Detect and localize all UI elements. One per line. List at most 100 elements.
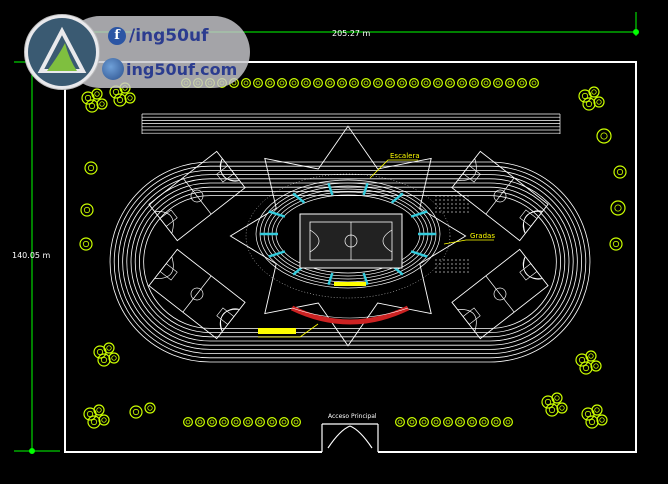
plaza-dot: [447, 267, 449, 269]
plaza-dot: [435, 203, 437, 205]
shrub-core: [243, 80, 249, 86]
plaza-dot: [439, 211, 441, 213]
shrub: [443, 417, 454, 428]
shrub-core: [363, 80, 369, 86]
court-key-right: [216, 307, 235, 325]
court-arc-right: [220, 158, 240, 181]
plaza-dot: [459, 271, 461, 273]
shrub-core: [82, 240, 90, 248]
shrub-core: [493, 419, 499, 425]
shrub-core: [600, 132, 608, 140]
shrub-core: [88, 102, 96, 110]
shrub-core: [421, 419, 427, 425]
shrub: [183, 417, 194, 428]
plaza-dot: [451, 259, 453, 261]
shrub: [98, 414, 110, 426]
shrub-core: [495, 80, 501, 86]
shrub-core: [588, 418, 596, 426]
shrub: [385, 77, 396, 88]
plaza-dot: [435, 199, 437, 201]
plaza-dot: [439, 203, 441, 205]
plaza-dot: [447, 259, 449, 261]
arena-arc-left: [309, 229, 320, 253]
red-arc-edge: [291, 307, 409, 319]
shrub-core: [269, 419, 275, 425]
shrub: [93, 404, 105, 416]
shrub: [231, 417, 242, 428]
court-midline: [485, 177, 515, 215]
shrub-core: [483, 80, 489, 86]
plaza-dot: [455, 271, 457, 273]
legend-leader: [299, 323, 319, 338]
track-lane: [118, 170, 582, 354]
shrub-core: [387, 80, 393, 86]
plaza-dot: [459, 195, 461, 197]
arena-center-circle: [344, 234, 358, 248]
plaza-dot: [455, 207, 457, 209]
plaza-dot: [443, 199, 445, 201]
shrub: [431, 417, 442, 428]
shrub: [493, 77, 504, 88]
plaza-dot: [447, 203, 449, 205]
shrub: [255, 417, 266, 428]
shrub: [253, 77, 264, 88]
shrub: [243, 417, 254, 428]
plaza-dot: [439, 199, 441, 201]
shrub: [91, 88, 103, 100]
track-lane: [109, 161, 591, 363]
shrub-core: [519, 80, 525, 86]
shrub: [349, 77, 360, 88]
shrub-core: [147, 405, 153, 411]
basketball-court: [451, 248, 549, 340]
track-lane: [130, 182, 570, 342]
running-track: [109, 161, 591, 363]
shrub-core: [279, 80, 285, 86]
plaza-dot: [447, 271, 449, 273]
gradas-label: Gradas: [470, 232, 495, 240]
plaza-dot: [467, 263, 469, 265]
shrub-core: [409, 419, 415, 425]
shrub-core: [315, 80, 321, 86]
plaza-dot: [467, 195, 469, 197]
main-entrance: [321, 423, 379, 452]
shrub-core: [281, 419, 287, 425]
track-lane: [134, 186, 566, 338]
shrub-core: [83, 206, 91, 214]
court-arc-left: [154, 256, 174, 279]
shrub: [241, 77, 252, 88]
track-lane: [122, 174, 578, 350]
plaza-dot: [447, 263, 449, 265]
court-center-circle: [190, 287, 204, 301]
court-key-left: [159, 209, 178, 227]
plaza-dot: [467, 199, 469, 201]
shrub-core: [100, 356, 108, 364]
shrub-core: [303, 80, 309, 86]
shrub-core: [599, 417, 605, 423]
website-link[interactable]: ing50uf.com: [102, 58, 237, 80]
court-key-right: [216, 165, 235, 183]
facebook-handle-text: /ing50uf: [129, 26, 209, 46]
shrub: [433, 77, 444, 88]
leader-lines: [369, 159, 494, 245]
plaza-dot: [463, 203, 465, 205]
plaza-dot: [443, 271, 445, 273]
shrub: [103, 342, 115, 354]
shrub: [419, 417, 430, 428]
stadium-dot-ring: [245, 173, 451, 299]
shrub: [421, 77, 432, 88]
shrub: [279, 417, 290, 428]
plaza-dot: [439, 195, 441, 197]
plaza-dot: [463, 271, 465, 273]
logo-icon: [24, 14, 100, 90]
shrub: [361, 77, 372, 88]
court-arc-right: [220, 309, 240, 332]
shrub: [596, 128, 612, 144]
facebook-handle: f /ing50uf: [108, 26, 208, 46]
court-arc-left: [457, 158, 477, 181]
plaza-dot: [459, 211, 461, 213]
shrub-core: [614, 204, 622, 212]
shrub: [108, 352, 120, 364]
shrub-core: [90, 418, 98, 426]
court-key-left: [159, 263, 178, 281]
plaza-dot: [435, 267, 437, 269]
